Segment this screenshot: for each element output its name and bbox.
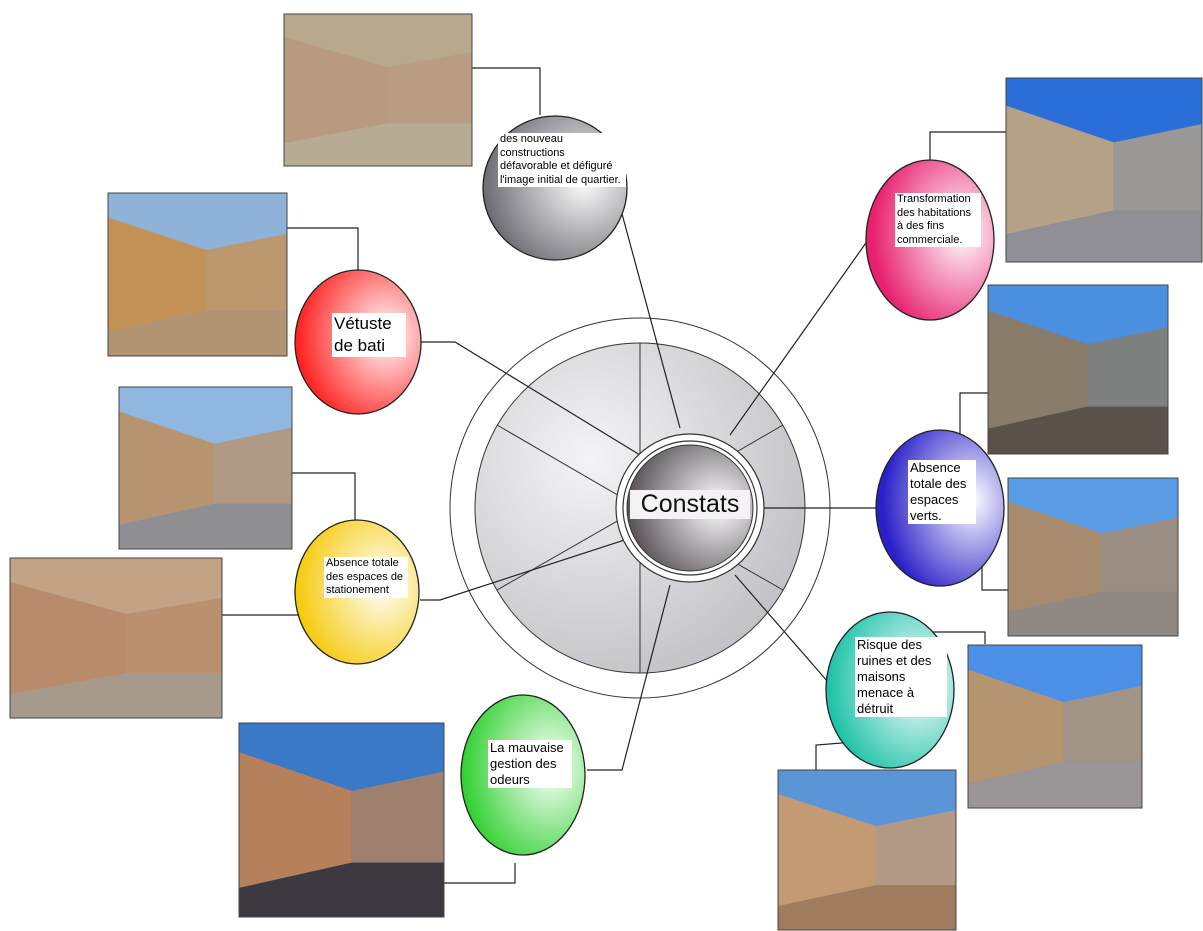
node-label-verts: Absence totale des espaces verts. xyxy=(908,460,976,524)
aerial-photo-neighborhood xyxy=(9,557,223,719)
node-label-nouveaux: des nouveau constructions défavorable et… xyxy=(498,133,626,187)
street-photo-ruined-house xyxy=(777,769,957,931)
node-label-odeurs: La mauvaise gestion des odeurs xyxy=(488,740,572,788)
street-photo-dusty-road xyxy=(1007,477,1179,637)
street-photo-lamp-post xyxy=(967,644,1143,809)
street-photo-tall-buildings xyxy=(1005,77,1203,263)
street-photo-truck xyxy=(283,13,473,167)
street-photo-empty-road xyxy=(118,386,293,550)
photos-layer xyxy=(9,13,1203,931)
street-photo-vacant-lot xyxy=(987,284,1169,455)
street-photo-old-alley xyxy=(107,192,288,357)
node-label-transformation: Transformation des habitations à des fin… xyxy=(895,193,981,247)
node-label-vetuste: Vétuste de bati xyxy=(332,313,406,357)
photo-connectors xyxy=(222,67,1008,884)
street-photo-shadowed-wall xyxy=(238,722,445,918)
node-label-ruines: Risque des ruines et des maisons menace … xyxy=(855,637,947,717)
center-label: Constats xyxy=(630,490,750,519)
node-label-stationement: Absence totale des espaces de stationeme… xyxy=(324,557,408,598)
